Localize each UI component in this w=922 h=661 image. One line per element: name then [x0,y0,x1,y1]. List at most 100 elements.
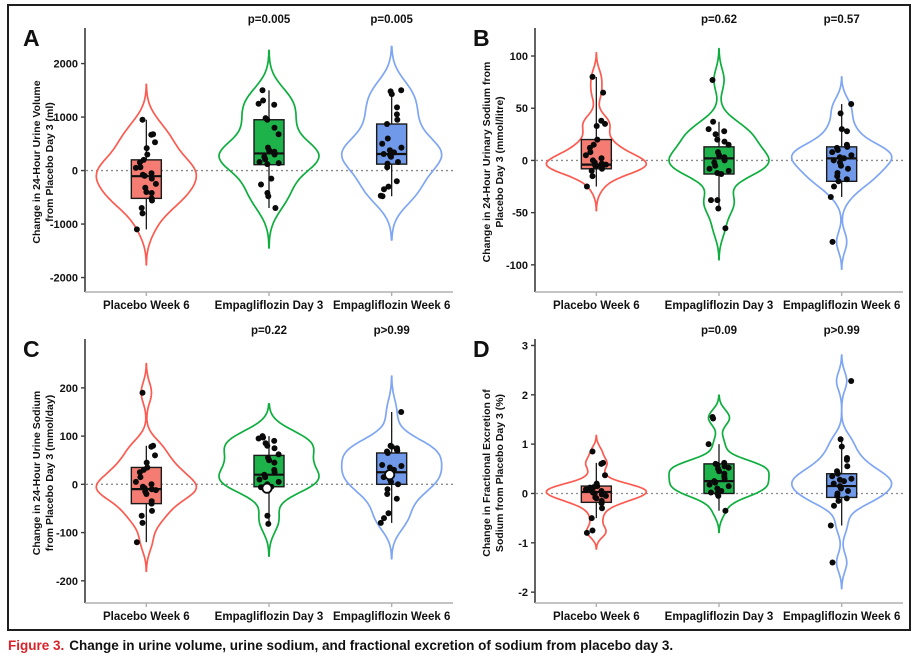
data-point [398,87,405,94]
data-point [848,378,855,384]
data-point [264,442,271,449]
category-label: Empagliflozin Week 6 [333,611,450,623]
data-point [384,121,390,127]
data-point [148,170,155,177]
data-point [265,520,272,527]
data-point [136,159,143,166]
data-point [712,162,719,169]
data-point [152,487,159,494]
data-point [716,152,723,159]
y-tick-label: 50 [516,103,528,115]
data-point [845,165,851,172]
data-point [384,164,391,171]
p-value-label: p=0.09 [701,325,737,337]
data-point [710,415,717,422]
data-point [844,128,850,135]
data-point [841,155,847,162]
data-point [598,155,605,162]
open-data-point [384,469,396,481]
y-tick-label: 2 [522,390,528,402]
data-point [152,452,158,459]
panel-letter: A [23,25,40,51]
y-axis-title-line2: from Placebo Day 3 (ml) [44,102,56,222]
y-axis-title-line1: Change in 24-Hour Urine Sodium [31,391,43,556]
data-point [143,189,150,195]
data-point [709,77,716,83]
p-value-label: p=0.57 [824,14,860,26]
data-point [589,173,596,180]
data-point [725,167,732,174]
data-point [600,89,607,96]
data-point [381,186,387,193]
data-point [377,519,384,526]
p-value-label: p>0.99 [374,325,410,337]
data-point [379,462,386,468]
p-value-label: p=0.005 [248,14,291,26]
data-point [264,116,271,123]
data-point [705,441,712,448]
y-tick-label: 100 [510,51,528,63]
data-point [384,450,391,456]
data-point [264,161,271,168]
violin-outline [95,83,198,266]
data-point [272,205,279,211]
data-point [148,443,155,450]
panel-letter: D [473,336,490,362]
data-point [725,141,732,148]
data-point [848,475,855,482]
data-point [829,473,836,480]
data-point [835,497,842,504]
data-point [262,474,269,481]
y-tick-label: 0 [72,166,78,178]
data-point [138,512,145,519]
data-point [602,472,608,479]
data-point [152,139,158,146]
y-tick-label: -50 [512,208,528,220]
data-point [388,478,394,485]
violin-outline [340,45,443,241]
category-label: Empagliflozin Day 3 [665,611,774,623]
data-point [714,136,721,143]
y-tick-label: -100 [56,528,78,540]
data-point [589,527,596,534]
y-tick-label: 0 [522,155,528,167]
p-value-label: p>0.99 [824,325,860,337]
data-point [393,178,400,185]
data-point [148,481,155,488]
y-tick-label: -1 [518,538,528,550]
data-point [133,226,140,233]
data-point [837,436,844,443]
data-point [705,126,712,133]
data-point [831,183,837,190]
y-tick-label: 0 [72,479,78,491]
data-point [139,389,146,396]
category-label: Empagliflozin Day 3 [215,300,324,312]
violin-outline [790,75,893,271]
panel-letter: B [473,25,490,51]
data-point [722,507,729,514]
data-point [264,512,271,519]
data-point [602,120,608,127]
violin-outline [545,51,648,212]
data-point [844,143,851,150]
data-point [266,457,273,464]
data-point [598,460,605,467]
violin-outline [340,375,443,560]
data-point [255,435,262,442]
data-point [710,118,717,125]
data-point [827,194,834,200]
data-point [148,500,155,507]
data-point [834,492,841,499]
data-point [588,515,595,522]
data-point [843,456,850,463]
data-point [384,491,391,497]
data-point [271,459,278,466]
data-point [143,145,150,152]
data-point [136,469,143,476]
data-point [583,529,590,536]
